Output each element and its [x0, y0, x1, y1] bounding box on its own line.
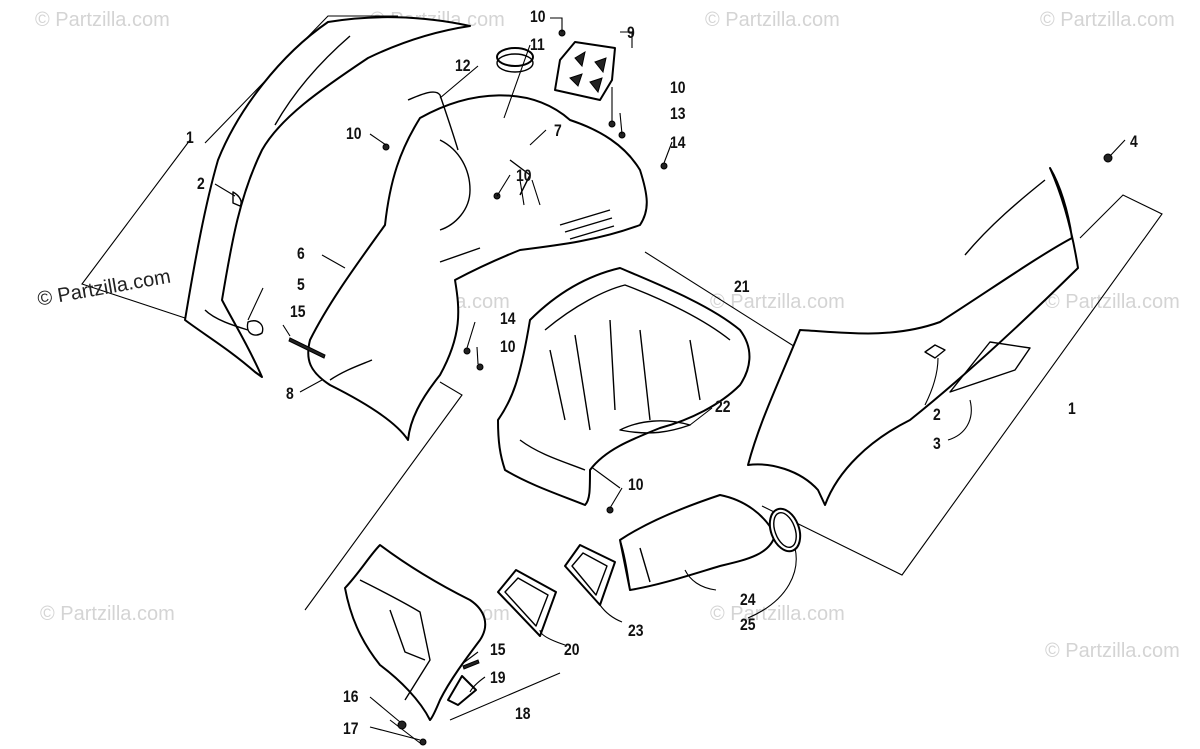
- callout-13: 13: [670, 104, 686, 123]
- gasket-part-20: [497, 569, 557, 637]
- watermark: © Partzilla.com: [1040, 9, 1175, 31]
- callout-8: 8: [286, 384, 294, 403]
- group-frame-right-panel: [761, 194, 1163, 576]
- callout-6: 6: [297, 244, 305, 263]
- watermark: © Partzilla.com: [1045, 291, 1180, 313]
- callout-1: 1: [186, 128, 194, 147]
- callout-25: 25: [740, 615, 756, 634]
- clamp-part-25: [768, 507, 802, 553]
- callout-10: 10: [516, 166, 532, 185]
- callout-10: 10: [530, 7, 546, 26]
- callout-10: 10: [500, 337, 516, 356]
- callout-18: 18: [515, 704, 531, 723]
- group-frame-hood-center: [304, 381, 463, 611]
- callout-14: 14: [500, 309, 516, 328]
- duct-part-24: [619, 494, 776, 591]
- callout-10: 10: [628, 475, 644, 494]
- callout-23: 23: [628, 621, 644, 640]
- watermark: © Partzilla.com: [710, 603, 845, 625]
- fasteners: [246, 29, 1113, 746]
- callout-24: 24: [740, 590, 756, 609]
- side-panel-left: [184, 16, 471, 378]
- cover-part-9: [554, 41, 616, 101]
- group-frame-lower-housing: [449, 672, 561, 721]
- watermark: © Partzilla.com: [1045, 640, 1180, 662]
- group-frame-left-panel: [81, 139, 191, 319]
- callout-1: 1: [1068, 399, 1076, 418]
- callout-11: 11: [530, 35, 545, 54]
- callout-19: 19: [490, 668, 506, 687]
- watermark: © Partzilla.com: [710, 291, 845, 313]
- wire-part-12: [407, 91, 459, 151]
- side-panel-right: [747, 167, 1079, 506]
- group-frame-left-panel: [204, 15, 398, 144]
- callout-7: 7: [554, 121, 562, 140]
- gasket-part-23: [564, 544, 616, 606]
- callout-15: 15: [490, 640, 506, 659]
- hood-center: [307, 94, 648, 441]
- intake-housing: [497, 267, 751, 506]
- group-frame-intake: [644, 251, 801, 351]
- callout-5: 5: [297, 275, 305, 294]
- watermark: © Partzilla.com: [705, 9, 840, 31]
- callout-10: 10: [670, 78, 686, 97]
- callout-15: 15: [290, 302, 306, 321]
- callout-2: 2: [197, 174, 205, 193]
- leader-lines: [214, 17, 1126, 741]
- watermark: © Partzilla.com: [40, 603, 175, 625]
- lower-housing: [344, 544, 487, 721]
- callout-21: 21: [734, 277, 750, 296]
- callout-17: 17: [343, 719, 359, 738]
- callout-10: 10: [346, 124, 362, 143]
- callout-14: 14: [670, 133, 686, 152]
- callout-20: 20: [564, 640, 580, 659]
- callout-9: 9: [627, 23, 635, 42]
- callout-2: 2: [933, 405, 941, 424]
- callout-12: 12: [455, 56, 471, 75]
- watermark: © Partzilla.com: [35, 9, 170, 31]
- callout-16: 16: [343, 687, 359, 706]
- pad-part-19: [447, 675, 477, 706]
- callout-22: 22: [715, 397, 731, 416]
- callout-4: 4: [1130, 132, 1138, 151]
- callout-3: 3: [933, 434, 941, 453]
